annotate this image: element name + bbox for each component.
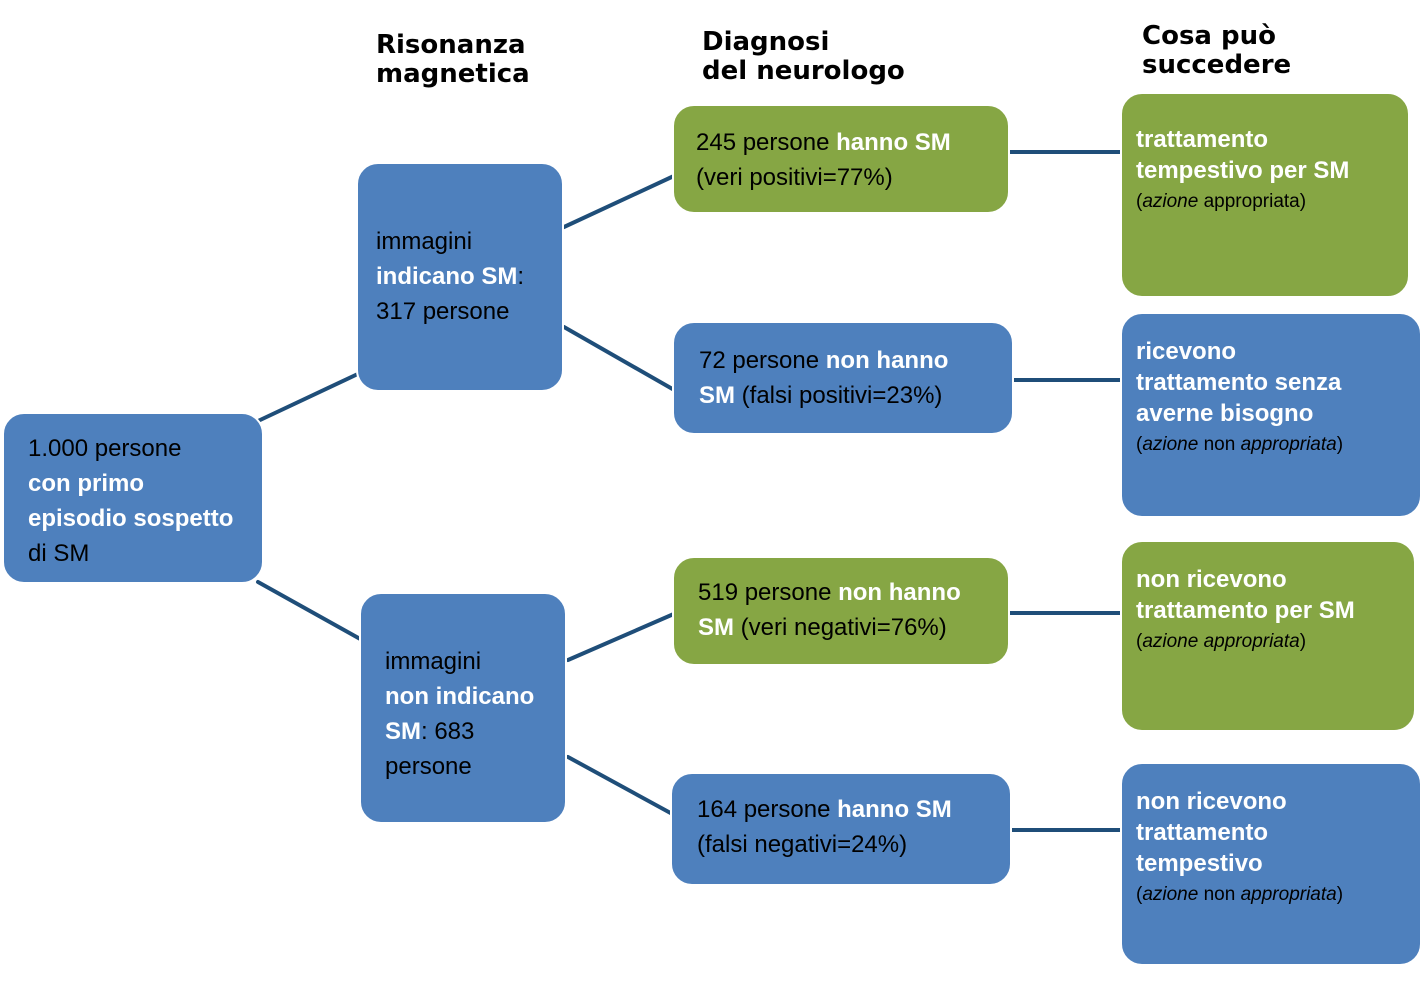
- mri-positive-line-1: immagini: [376, 228, 473, 255]
- header-neurologist: Diagnosi del neurologo: [702, 28, 905, 86]
- edge-mrineg-to-true-negative: [566, 611, 678, 662]
- header-mri-line1: Risonanza: [376, 30, 526, 60]
- edge-mrineg-to-false-negative: [566, 755, 678, 818]
- mri-positive-count: 317 persone: [376, 298, 510, 325]
- root-line-2: con primo: [28, 470, 145, 497]
- outcome-1-line-2: tempestivo per SM: [1136, 157, 1350, 184]
- outcome-2-note: (azione non appropriata): [1136, 434, 1344, 455]
- diagnosis-false-negative: 164 persone hanno SM (falsi negativi=24%…: [670, 772, 1012, 886]
- header-mri-line2: magnetica: [376, 59, 530, 89]
- false-positive-count: 72 persone: [699, 347, 826, 374]
- root-line-3: episodio sospetto: [28, 505, 234, 532]
- edge-mripos-to-false-positive: [562, 325, 678, 393]
- outcome-no-timely-treatment: non ricevono trattamento tempestivo (azi…: [1120, 762, 1422, 966]
- mri-positive-indicates: indicano SM: [376, 263, 518, 290]
- false-positive-detail: (falsi positivi=23%): [735, 382, 943, 409]
- true-negative-count: 519 persone: [698, 579, 839, 606]
- outcome-4-line-1: non ricevono: [1136, 788, 1287, 815]
- outcome-4-note: (azione non appropriata): [1136, 884, 1344, 905]
- root-line-4: di SM: [28, 540, 90, 567]
- header-neurologist-line1: Diagnosi: [702, 27, 830, 57]
- outcome-1-note: (azione appropriata): [1136, 191, 1307, 212]
- true-positive-count: 245 persone: [696, 129, 837, 156]
- outcome-3-note: (azione appropriata): [1136, 631, 1307, 652]
- outcome-2-line-3: averne bisogno: [1136, 400, 1314, 427]
- outcome-unneeded-treatment: ricevono trattamento senza averne bisogn…: [1120, 312, 1422, 518]
- mri-positive-colon: :: [517, 263, 525, 290]
- false-positive-sm: SM: [699, 382, 735, 409]
- false-positive-not-have: non hanno: [825, 347, 949, 374]
- edge-root-to-mri-negative: [256, 580, 364, 642]
- edge-root-to-mri-positive: [256, 370, 364, 423]
- mri-positive-node: immagini indicano SM: 317 persone: [356, 162, 564, 392]
- root-node: 1.000 persone con primo episodio sospett…: [2, 412, 264, 584]
- true-positive-has-sm: hanno SM: [836, 129, 951, 156]
- mri-negative-count: : 683: [421, 718, 475, 745]
- false-negative-count: 164 persone: [697, 796, 838, 823]
- outcome-1-line-1: trattamento: [1136, 126, 1269, 153]
- true-negative-not-have: non hanno: [838, 579, 961, 606]
- header-outcome-line1: Cosa può: [1142, 21, 1276, 51]
- mri-negative-node: immagini non indicano SM: 683 persone: [359, 592, 567, 824]
- outcome-3-line-1: non ricevono: [1136, 566, 1287, 593]
- mri-negative-line-4: persone: [385, 753, 472, 780]
- root-line-1: 1.000 persone: [28, 435, 182, 462]
- diagnosis-true-positive: 245 persone hanno SM (veri positivi=77%): [672, 104, 1010, 214]
- false-negative-has-sm: hanno SM: [837, 796, 952, 823]
- outcome-no-treatment-appropriate: non ricevono trattamento per SM (azione …: [1120, 540, 1416, 732]
- header-outcome-line2: succedere: [1142, 50, 1292, 80]
- outcome-4-line-3: tempestivo: [1136, 850, 1263, 877]
- outcome-4-line-2: trattamento: [1136, 819, 1269, 846]
- outcome-2-line-1: ricevono: [1136, 338, 1237, 365]
- mri-negative-line-1: immagini: [385, 648, 482, 675]
- true-negative-sm: SM: [698, 614, 734, 641]
- diagnosis-true-negative: 519 persone non hanno SM (veri negativi=…: [672, 556, 1010, 666]
- outcome-timely-treatment: trattamento tempestivo per SM (azione ap…: [1120, 92, 1410, 298]
- true-negative-detail: (veri negativi=76%): [734, 614, 947, 641]
- header-mri: Risonanza magnetica: [376, 31, 530, 89]
- false-negative-detail: (falsi negativi=24%): [697, 831, 908, 858]
- edge-mripos-to-true-positive: [562, 173, 678, 229]
- mri-negative-sm: SM: [385, 718, 421, 745]
- mri-negative-not-indicates: non indicano: [385, 683, 535, 710]
- diagnosis-false-positive: 72 persone non hanno SM (falsi positivi=…: [672, 321, 1014, 435]
- true-positive-detail: (veri positivi=77%): [696, 164, 893, 191]
- header-neurologist-line2: del neurologo: [702, 56, 905, 86]
- outcome-3-line-2: trattamento per SM: [1136, 597, 1355, 624]
- outcome-2-line-2: trattamento senza: [1136, 369, 1342, 396]
- header-outcome: Cosa può succedere: [1142, 22, 1291, 80]
